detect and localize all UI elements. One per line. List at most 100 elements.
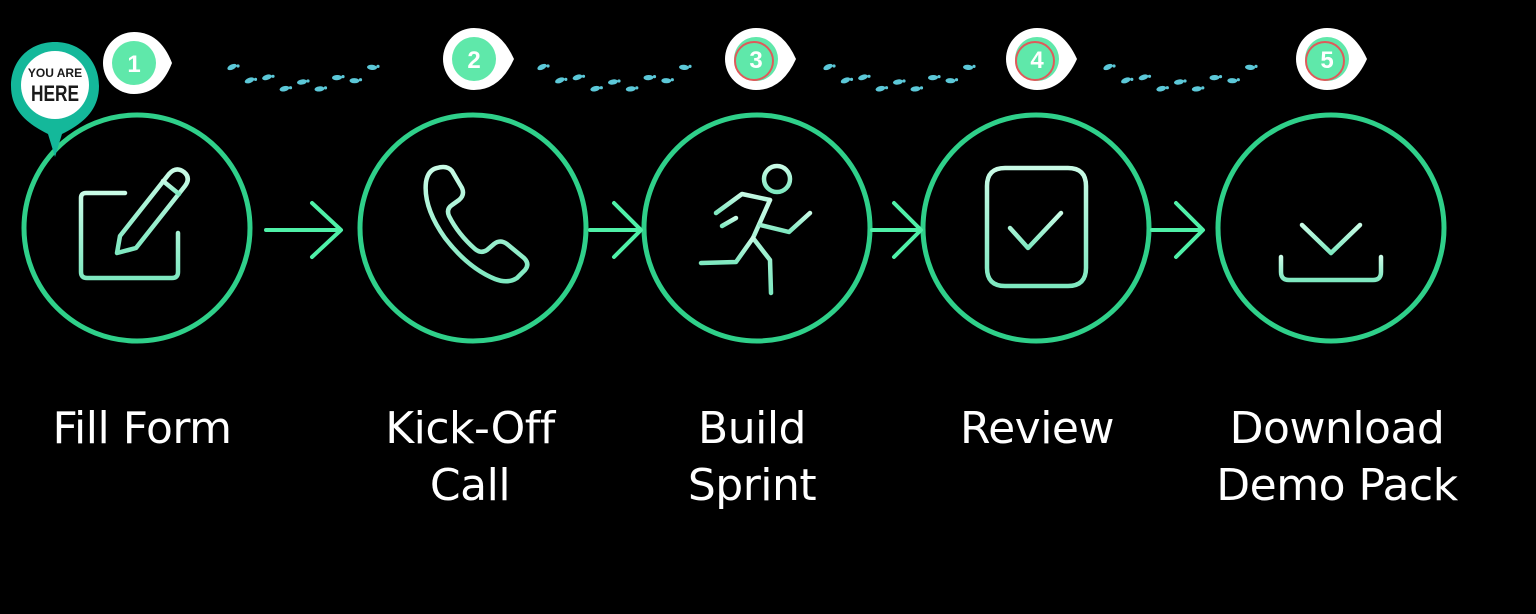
step-4-circle — [920, 112, 1152, 344]
step-3-badge: 3 — [725, 28, 796, 90]
footstep-3-6 — [910, 86, 921, 92]
step-2-label-line2: Call — [429, 460, 511, 511]
footstep-2-9 — [679, 64, 689, 71]
footstep-4-6 — [1191, 86, 1202, 92]
step-5-circle — [1215, 112, 1447, 344]
footstep-toe-2-7 — [652, 75, 657, 79]
footstep-1-3 — [262, 74, 272, 81]
footstep-toe-2-8 — [670, 78, 674, 82]
footstep-toe-1-3 — [271, 74, 275, 78]
footstep-4-9 — [1245, 64, 1255, 71]
footstep-2-6 — [625, 86, 636, 92]
form-edit-icon — [78, 167, 190, 281]
footstep-toe-1-5 — [306, 79, 310, 83]
step-2-number: 2 — [467, 47, 480, 74]
step-4-label: Review — [887, 400, 1187, 457]
footstep-toe-2-3 — [581, 74, 586, 78]
footsteps-trails — [227, 63, 1258, 92]
footstep-toe-3-1 — [832, 64, 836, 68]
footstep-4-5 — [1174, 79, 1184, 85]
footstep-1-2 — [244, 77, 255, 84]
footstep-3-3 — [858, 74, 868, 81]
step-2-label: Kick-Off Call — [320, 400, 620, 514]
footstep-toe-1-1 — [236, 64, 240, 68]
step-badges: 1 2 3 4 5 — [103, 28, 1367, 94]
footstep-toe-2-4 — [599, 86, 603, 90]
step-3-label-line2: Sprint — [687, 460, 817, 511]
footstep-toe-2-2 — [564, 77, 568, 81]
footstep-3-2 — [840, 77, 851, 84]
footstep-toe-4-6 — [1201, 86, 1205, 90]
running-person-icon — [698, 163, 813, 296]
arrow-2-to-3 — [588, 201, 643, 259]
download-icon — [1278, 164, 1384, 283]
footstep-toe-4-3 — [1147, 74, 1152, 78]
footstep-1-4 — [279, 85, 290, 92]
footstep-2-2 — [555, 77, 565, 84]
check-icon — [984, 165, 1089, 289]
footstep-4-1 — [1103, 63, 1113, 71]
phone-icon — [423, 164, 530, 284]
footstep-2-7 — [643, 74, 654, 81]
step-2-circle — [357, 112, 589, 344]
step-5-label-line1: Download — [1229, 403, 1445, 454]
step-2-badge: 2 — [443, 28, 514, 90]
footstep-2-4 — [590, 85, 601, 92]
step-5-label: Download Demo Pack — [1187, 400, 1487, 514]
step-2-label-line1: Kick-Off — [385, 403, 555, 454]
step-4-badge: 4 — [1006, 28, 1077, 90]
footstep-toe-1-6 — [323, 86, 328, 90]
step-3-number: 3 — [749, 47, 762, 74]
step-1-label-line1: Fill Form — [52, 403, 232, 454]
footstep-toe-2-1 — [546, 64, 550, 68]
footstep-1-9 — [367, 64, 377, 71]
footstep-3-1 — [823, 63, 833, 71]
footstep-toe-3-4 — [884, 86, 889, 90]
footstep-1-5 — [297, 79, 307, 85]
footstep-3-7 — [928, 74, 938, 81]
footstep-toe-1-4 — [288, 86, 293, 90]
footstep-4-2 — [1121, 77, 1131, 84]
step-3-label-line1: Build — [698, 403, 806, 454]
footstep-toe-3-3 — [867, 74, 871, 78]
footstep-toe-1-9 — [376, 64, 380, 68]
footstep-3-9 — [963, 64, 973, 71]
arrow-4-to-5 — [1150, 201, 1205, 259]
arrow-3-to-4 — [870, 201, 923, 259]
footstep-4-8 — [1227, 78, 1238, 84]
footstep-toe-4-4 — [1165, 86, 1169, 90]
footstep-4-7 — [1209, 74, 1220, 81]
footstep-toe-1-7 — [341, 75, 345, 79]
footstep-1-6 — [314, 86, 325, 92]
footstep-toe-3-2 — [849, 77, 854, 81]
footstep-toe-4-9 — [1254, 64, 1258, 68]
footstep-1-1 — [227, 63, 237, 71]
step-5-number: 5 — [1320, 47, 1333, 74]
footstep-toe-2-6 — [635, 86, 639, 90]
footstep-toe-3-5 — [902, 79, 906, 83]
step-1-number: 1 — [127, 51, 140, 78]
footstep-toe-3-6 — [919, 86, 924, 90]
connector-arrows — [264, 201, 1205, 259]
step-circles — [21, 112, 1447, 344]
footstep-1-8 — [349, 78, 360, 84]
footstep-toe-3-7 — [937, 75, 941, 79]
step-1-badge: 1 — [103, 32, 172, 94]
footstep-2-3 — [572, 74, 583, 81]
footstep-toe-3-9 — [972, 64, 976, 68]
footstep-1-7 — [332, 74, 342, 81]
you-are-here-pin: YOU ARE HERE — [11, 42, 99, 157]
footstep-3-5 — [893, 79, 903, 85]
footstep-2-8 — [661, 78, 672, 84]
step-3-label: Build Sprint — [602, 400, 902, 514]
footstep-2-1 — [537, 63, 547, 71]
footstep-3-4 — [875, 85, 886, 92]
step-1-label: Fill Form — [0, 400, 292, 457]
footstep-toe-4-5 — [1183, 79, 1187, 83]
footstep-4-3 — [1138, 74, 1149, 81]
footstep-toe-4-8 — [1236, 78, 1240, 82]
footstep-toe-3-8 — [954, 78, 959, 82]
pin-text-line1: YOU ARE — [28, 66, 82, 80]
